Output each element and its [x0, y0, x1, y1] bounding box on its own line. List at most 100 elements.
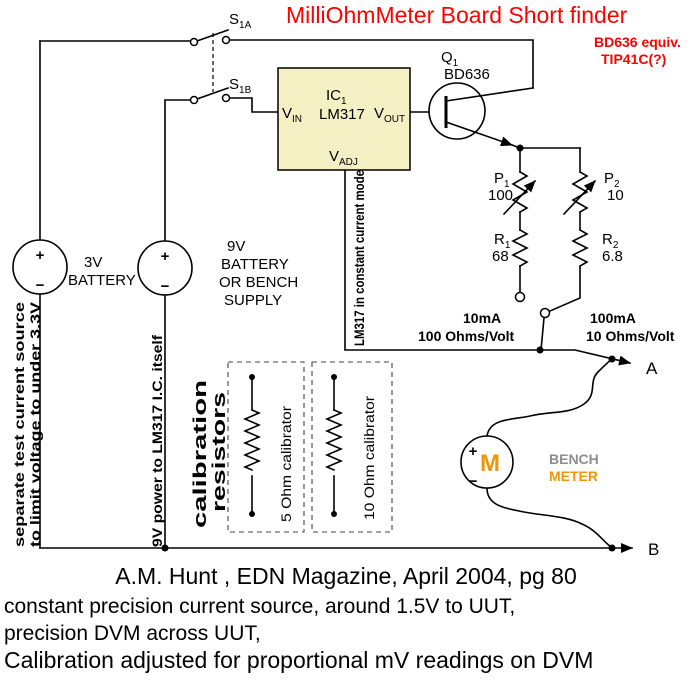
switch-contact	[221, 35, 231, 45]
clip-point	[249, 511, 255, 517]
battery-9v: + − 9V BATTERY OR BENCH SUPPLY	[137, 238, 298, 309]
junction-dot	[516, 144, 524, 152]
note-test-source: separate test current source	[11, 302, 27, 547]
calibration-box-5ohm: 5 Ohm calibrator	[227, 361, 305, 533]
switch-label-s1b: S1B	[229, 76, 252, 96]
transistor-emitter	[444, 120, 514, 147]
ic-ref: IC1	[326, 87, 347, 107]
calibration-note: calibration	[190, 380, 210, 528]
calibration-dashed-box	[227, 361, 305, 533]
calibration-box-10ohm: 10 Ohm calibrator	[311, 361, 393, 533]
note-9v-power: 9V power to LM317 I.C. itself	[149, 335, 165, 547]
battery-symbol	[12, 239, 68, 295]
ic-pin-vadj: VADJ	[329, 148, 358, 168]
footer-note: constant precision current source, aroun…	[4, 595, 515, 618]
switch-contact	[189, 95, 199, 105]
resistor-r1: R1 68	[492, 228, 529, 268]
transistor-symbol	[428, 82, 486, 140]
tap-scale-label: 10 Ohms/Volt	[586, 328, 675, 344]
meter-plus: +	[469, 443, 478, 460]
tap-current-label: 100mA	[590, 310, 636, 326]
meter-symbol	[460, 435, 514, 489]
resistor-zigzag	[324, 408, 344, 472]
calibration-note: resistors	[209, 392, 229, 512]
resistor-ref: R1	[494, 231, 511, 251]
potentiometer-p1: P1 100	[488, 170, 537, 216]
resistor-value: 68	[492, 248, 509, 265]
switch-contact	[221, 93, 231, 103]
junction-dot	[608, 355, 616, 363]
battery-label: BATTERY	[221, 256, 289, 273]
resistor-zigzag	[242, 408, 262, 472]
transistor-equivalent-note: BD636 equiv.	[594, 34, 681, 50]
transistor-ref: Q1	[441, 49, 459, 69]
footer-note: precision DVM across UUT,	[4, 622, 261, 645]
circuit-wires	[39, 39, 633, 553]
wire-tap-out	[540, 317, 545, 351]
wire-s1b-to-vin	[229, 97, 279, 113]
meter-minus: −	[469, 473, 478, 490]
meter-label-bench: BENCH	[549, 451, 599, 467]
wire-vadj	[344, 169, 541, 351]
potentiometer-p2: P2 10	[562, 170, 624, 216]
transistor-equivalent-note: TIP41C(?)	[601, 51, 666, 67]
transistor-part: BD636	[444, 66, 490, 83]
resistor-zigzag	[571, 228, 589, 268]
wire-r2-tap	[548, 265, 581, 313]
wire-top-right	[229, 39, 534, 89]
battery-minus: −	[161, 278, 170, 295]
pot-ref: P2	[604, 170, 620, 190]
range-taps: 10mA 100 Ohms/Volt 100mA 10 Ohms/Volt	[418, 291, 675, 344]
ic-lm317: VIN IC1 LM317 VOUT VADJ	[277, 67, 411, 171]
battery-label: 3V	[84, 254, 102, 271]
battery-symbol	[137, 240, 193, 296]
resistor-r2: R2 6.8	[571, 228, 623, 268]
battery-label: BATTERY	[68, 272, 136, 289]
meter-lead-top	[486, 357, 614, 437]
battery-label: 9V	[227, 238, 245, 255]
transistor-q1: Q1 BD636	[428, 49, 534, 150]
tap-scale-label: 100 Ohms/Volt	[418, 328, 515, 344]
note-test-source: to limit voltage to under 3.3V	[27, 301, 43, 547]
note-lm317-mode: LM317 in constant current mode	[351, 170, 367, 346]
calibrator-label: 10 Ohm calibrator	[362, 395, 377, 520]
transistor-collector	[445, 87, 534, 102]
switch-contact	[189, 37, 199, 47]
ic-pin-vin: VIN	[282, 105, 302, 125]
switch-label-s1a: S1A	[229, 11, 252, 31]
bench-meter: M + − BENCH METER	[460, 435, 599, 490]
switch-s1a	[189, 28, 231, 47]
junction-dot	[608, 544, 616, 552]
meter-label-meter: METER	[549, 468, 598, 484]
battery-label: SUPPLY	[224, 292, 282, 309]
meter-m: M	[480, 450, 500, 477]
junction-dot	[536, 346, 544, 354]
junction-dot	[161, 544, 169, 552]
terminal-b-label: B	[648, 540, 659, 559]
resistor-value: 6.8	[602, 248, 623, 265]
pot-wiper-arrow	[502, 179, 537, 216]
battery-plus: +	[36, 247, 45, 264]
schematic-title: MilliOhmMeter Board Short finder	[286, 2, 628, 28]
battery-minus: −	[36, 277, 45, 294]
pot-ref: P1	[494, 170, 510, 190]
tap-terminal-10ma	[514, 291, 526, 303]
resistor-ref: R2	[602, 231, 619, 251]
ic-part-number: LM317	[319, 106, 365, 123]
tap-terminal-100ma	[539, 307, 551, 319]
ic-body	[277, 67, 411, 171]
wire-9v-upper	[164, 99, 191, 242]
terminal-a-label: A	[646, 359, 658, 378]
junction-dots	[161, 144, 616, 552]
switch-s1b	[189, 86, 231, 105]
resistor-zigzag	[511, 228, 529, 268]
pot-value: 10	[607, 187, 624, 204]
calibration-dashed-box	[311, 361, 393, 533]
tap-current-label: 10mA	[463, 310, 501, 326]
switch-lever	[195, 86, 230, 101]
pot-value: 100	[488, 187, 513, 204]
footer-credit: A.M. Hunt , EDN Magazine, April 2004, pg…	[115, 563, 577, 589]
battery-plus: +	[161, 248, 170, 265]
